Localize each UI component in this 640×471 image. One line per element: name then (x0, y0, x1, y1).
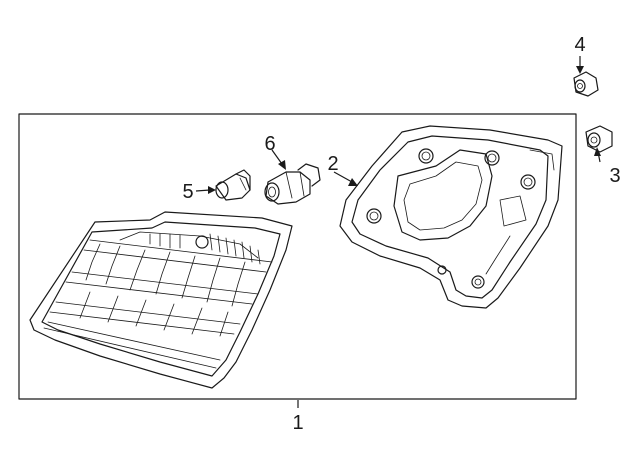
socket-drawing (264, 163, 321, 205)
leader-lines (195, 56, 601, 408)
callout-6: 6 (264, 133, 275, 155)
gasket-drawing (339, 125, 563, 309)
tail-lamp-drawing (29, 211, 293, 389)
push-nut-4-drawing (573, 71, 599, 97)
callout-2: 2 (327, 153, 338, 175)
callout-1: 1 (292, 412, 303, 434)
bulb-drawing (215, 169, 251, 201)
callout-3: 3 (609, 165, 620, 187)
callout-5: 5 (182, 181, 193, 203)
callout-4: 4 (574, 34, 585, 56)
push-nut-3-drawing (585, 125, 613, 153)
assembly-frame (18, 113, 577, 400)
